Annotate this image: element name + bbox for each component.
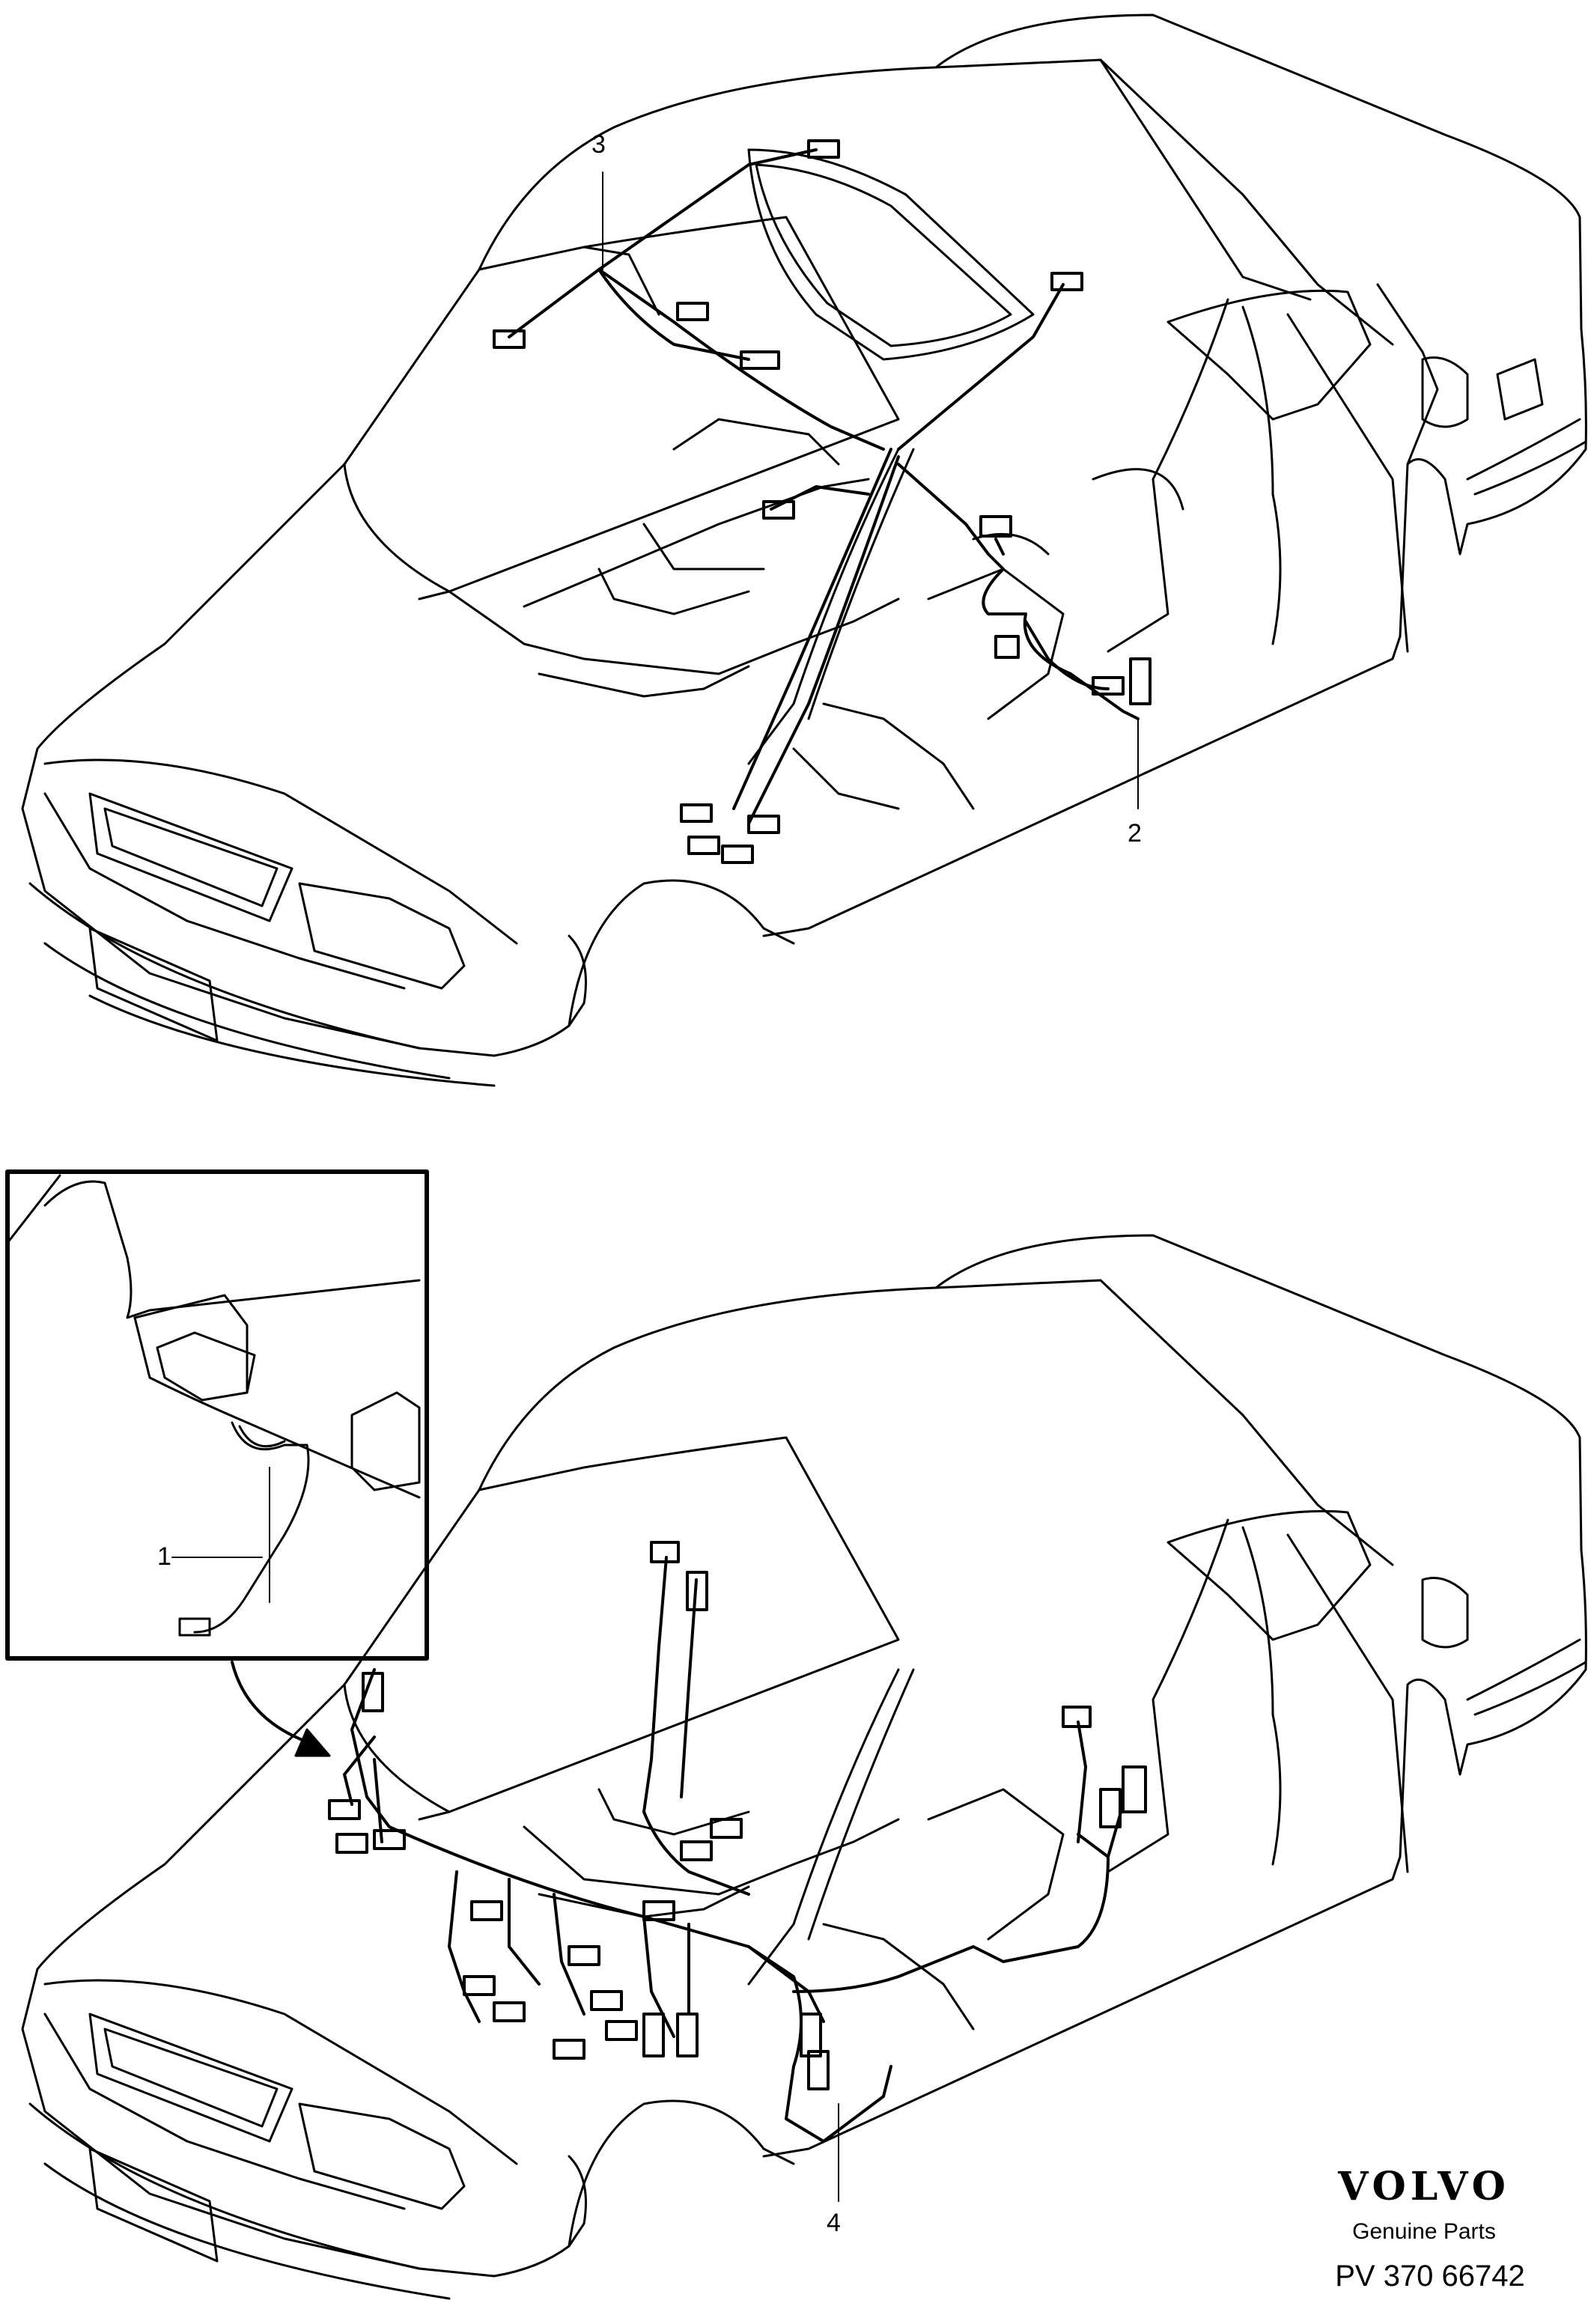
car-body-bottom: [21, 1234, 1587, 2300]
callout-1: 1: [157, 1542, 171, 1571]
part-reference: PV 370 66742: [1335, 2260, 1525, 2293]
brand-subtitle: Genuine Parts: [1352, 2219, 1496, 2244]
volvo-logo: VOLVO: [1338, 2164, 1510, 2209]
harness-top: [493, 139, 1152, 864]
callout-2: 2: [1128, 819, 1142, 848]
callout-3: 3: [591, 130, 606, 159]
car-body-top: [21, 13, 1587, 1087]
harness-bottom: [328, 1541, 1147, 2143]
callout-leaders-top: [602, 171, 1139, 809]
callout-4: 4: [827, 2209, 841, 2237]
inset-detail: [5, 1169, 429, 1757]
